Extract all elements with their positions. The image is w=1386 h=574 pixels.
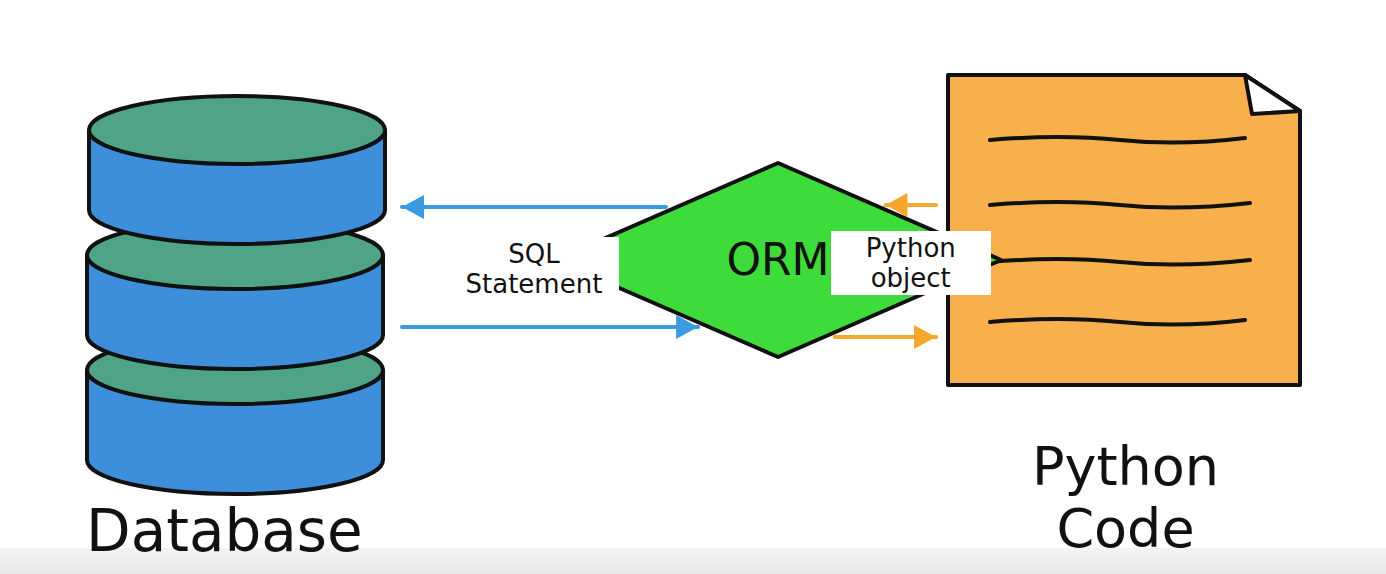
database-cylinders xyxy=(87,96,385,494)
edge-label: Python object xyxy=(831,231,991,295)
node-label: Python Code xyxy=(980,436,1271,560)
node-label: Database xyxy=(86,498,394,564)
code-document xyxy=(948,75,1300,385)
code-node: Python Code xyxy=(940,66,1311,566)
edge-label: SQL Statement xyxy=(449,237,619,301)
database-node: Database xyxy=(80,92,398,568)
arrow-connector xyxy=(402,205,666,209)
arrow-connector xyxy=(886,203,937,207)
arrow-connector xyxy=(835,335,936,339)
arrow-connector xyxy=(402,325,698,329)
